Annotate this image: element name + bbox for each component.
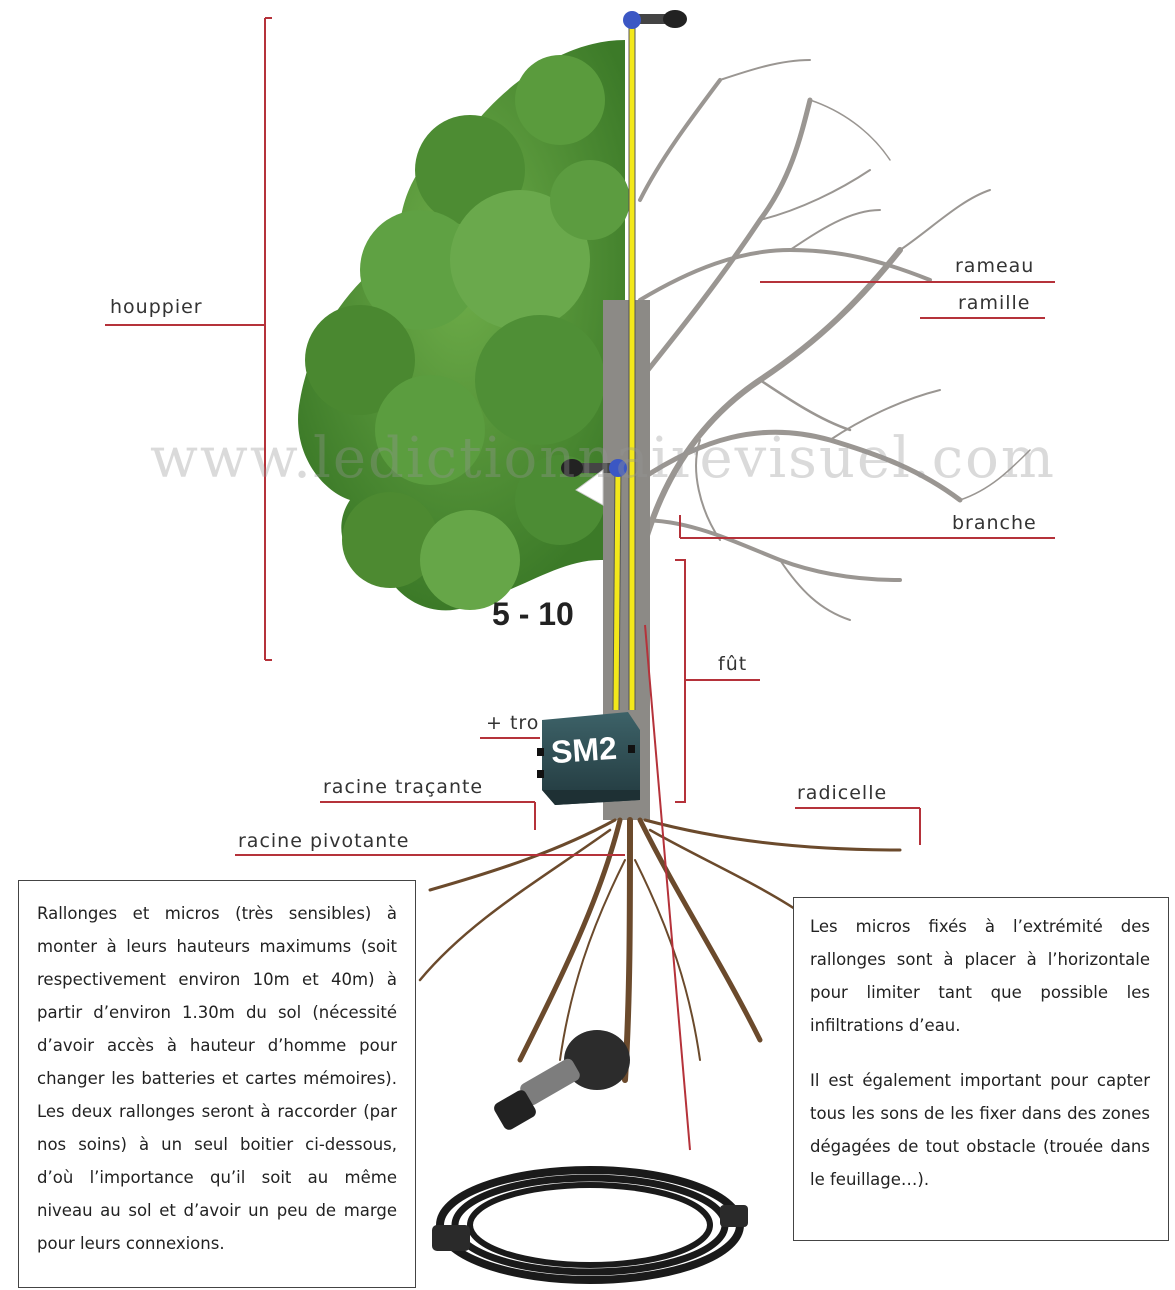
accessory-cable: [432, 1170, 748, 1280]
height-mark: 5 - 10: [492, 596, 574, 633]
note-right-text-1: Les micros fixés à l’extrémité des rallo…: [810, 910, 1150, 1042]
label-radicelle: radicelle: [797, 782, 887, 804]
note-right-text-2: Il est également important pour capter t…: [810, 1064, 1150, 1196]
label-fut: fût: [718, 653, 747, 675]
label-racine-tracante: racine traçante: [323, 776, 483, 798]
note-left-text: Rallonges et micros (très sensibles) à m…: [37, 897, 397, 1260]
bare-branches: [640, 60, 1030, 620]
label-racine-pivotante: racine pivotante: [238, 830, 409, 852]
note-left: Rallonges et micros (très sensibles) à m…: [18, 880, 416, 1288]
accessory-microphone: [492, 1030, 630, 1132]
watermark: www.ledictionnairevisuel.com: [150, 426, 1056, 491]
label-houppier: houppier: [110, 296, 203, 318]
label-rameau: rameau: [955, 255, 1034, 277]
label-tro: + tro: [486, 712, 539, 734]
label-ramille: ramille: [958, 292, 1031, 314]
top-microphone: [623, 10, 687, 29]
device-label: SM2: [550, 730, 618, 771]
foliage: [298, 40, 630, 610]
note-right: Les micros fixés à l’extrémité des rallo…: [793, 897, 1169, 1241]
label-branche: branche: [952, 512, 1037, 534]
